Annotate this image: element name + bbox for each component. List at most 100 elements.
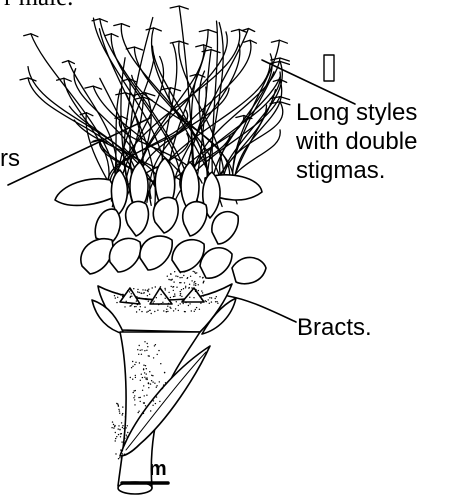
stipple-dot <box>217 303 218 304</box>
stipple-dot <box>131 367 132 368</box>
stipple-dot <box>124 306 125 307</box>
stipple-dot <box>179 277 180 278</box>
stipple-dot <box>115 432 116 433</box>
stipple-dot <box>118 434 119 435</box>
stipple-dot <box>132 366 133 367</box>
stipple-dot <box>162 302 163 303</box>
stipple-dot <box>193 271 194 272</box>
stipple-dot <box>151 380 152 381</box>
stipple-dot <box>138 411 139 412</box>
stipple-dot <box>142 377 143 378</box>
stipple-dot <box>153 400 154 401</box>
stipple-dot <box>146 350 147 351</box>
stipple-dot <box>120 294 121 295</box>
stipple-dot <box>122 450 123 451</box>
stipple-dot <box>179 282 180 283</box>
stipple-dot <box>193 297 194 298</box>
stipple-dot <box>154 311 155 312</box>
stipple-dot <box>134 306 135 307</box>
stipple-dot <box>136 300 137 301</box>
stipple-dot <box>196 307 197 308</box>
stipple-dot <box>185 311 186 312</box>
stipple-dot <box>177 276 178 277</box>
stipple-dot <box>133 390 134 391</box>
stipple-dot <box>165 382 166 383</box>
stipple-dot <box>165 289 166 290</box>
stipple-dot <box>138 397 139 398</box>
stipple-dot <box>148 289 149 290</box>
stipple-dot <box>139 309 140 310</box>
stipple-dot <box>139 362 140 363</box>
stipple-dot <box>160 286 161 287</box>
stipple-dot <box>184 299 185 300</box>
stipple-dot <box>148 301 149 302</box>
stipple-dot <box>137 291 138 292</box>
stipple-dot <box>159 381 160 382</box>
stipple-dot <box>122 413 123 414</box>
stipple-dot <box>167 311 168 312</box>
stipple-dot <box>119 429 120 430</box>
stipple-dot <box>158 350 159 351</box>
stipple-dot <box>178 305 179 306</box>
stipple-dot <box>126 301 127 302</box>
stipple-dot <box>117 293 118 294</box>
stipple-dot <box>211 297 212 298</box>
stipple-dot <box>184 282 185 283</box>
stipple-dot <box>202 292 203 293</box>
stipple-dot <box>151 313 152 314</box>
stipple-dot <box>127 425 128 426</box>
stipple-dot <box>185 302 186 303</box>
stipple-dot <box>203 295 204 296</box>
stipple-dot <box>138 412 139 413</box>
stipple-dot <box>124 438 125 439</box>
stipple-dot <box>130 377 131 378</box>
stipple-dot <box>162 388 163 389</box>
stipple-dot <box>121 422 122 423</box>
stipple-dot <box>134 395 135 396</box>
stipple-dot <box>185 286 186 287</box>
stipple-dot <box>183 271 184 272</box>
stipple-dot <box>166 311 167 312</box>
stipple-dot <box>183 303 184 304</box>
stipple-dot <box>155 344 156 345</box>
stipple-dot <box>118 428 119 429</box>
stipple-dot <box>163 310 164 311</box>
stipple-dot <box>126 435 127 436</box>
stipple-dot <box>202 277 203 278</box>
stipple-dot <box>194 311 195 312</box>
stipple-dot <box>215 301 216 302</box>
stipple-dot <box>209 297 210 298</box>
stipple-dot <box>194 281 195 282</box>
stipple-dot <box>119 413 120 414</box>
stipple-dot <box>148 387 149 388</box>
stipple-dot <box>147 346 148 347</box>
stipple-dot <box>141 311 142 312</box>
stipple-dot <box>152 405 153 406</box>
stipple-dot <box>154 345 155 346</box>
stipple-dot <box>189 284 190 285</box>
stipple-dot <box>198 290 199 291</box>
stipple-dot <box>124 454 125 455</box>
stipple-dot <box>141 349 142 350</box>
stipple-dot <box>143 403 144 404</box>
stipple-dot <box>195 285 196 286</box>
stipple-dot <box>138 354 139 355</box>
stipple-dot <box>144 377 145 378</box>
stipple-dot <box>193 284 194 285</box>
stipple-dot <box>135 362 136 363</box>
stipple-dot <box>154 383 155 384</box>
stipple-dot <box>164 372 165 373</box>
stipple-dot <box>160 294 161 295</box>
stipple-dot <box>166 309 167 310</box>
stipple-dot <box>132 361 133 362</box>
stipple-dot <box>156 385 157 386</box>
stipple-dot <box>189 297 190 298</box>
stipple-dot <box>129 291 130 292</box>
stipple-dot <box>195 273 196 274</box>
stipple-dot <box>117 297 118 298</box>
stipple-dot <box>120 436 121 437</box>
stipple-dot <box>144 350 145 351</box>
stipple-dot <box>196 272 197 273</box>
stipple-dot <box>198 284 199 285</box>
stipple-dot <box>199 309 200 310</box>
